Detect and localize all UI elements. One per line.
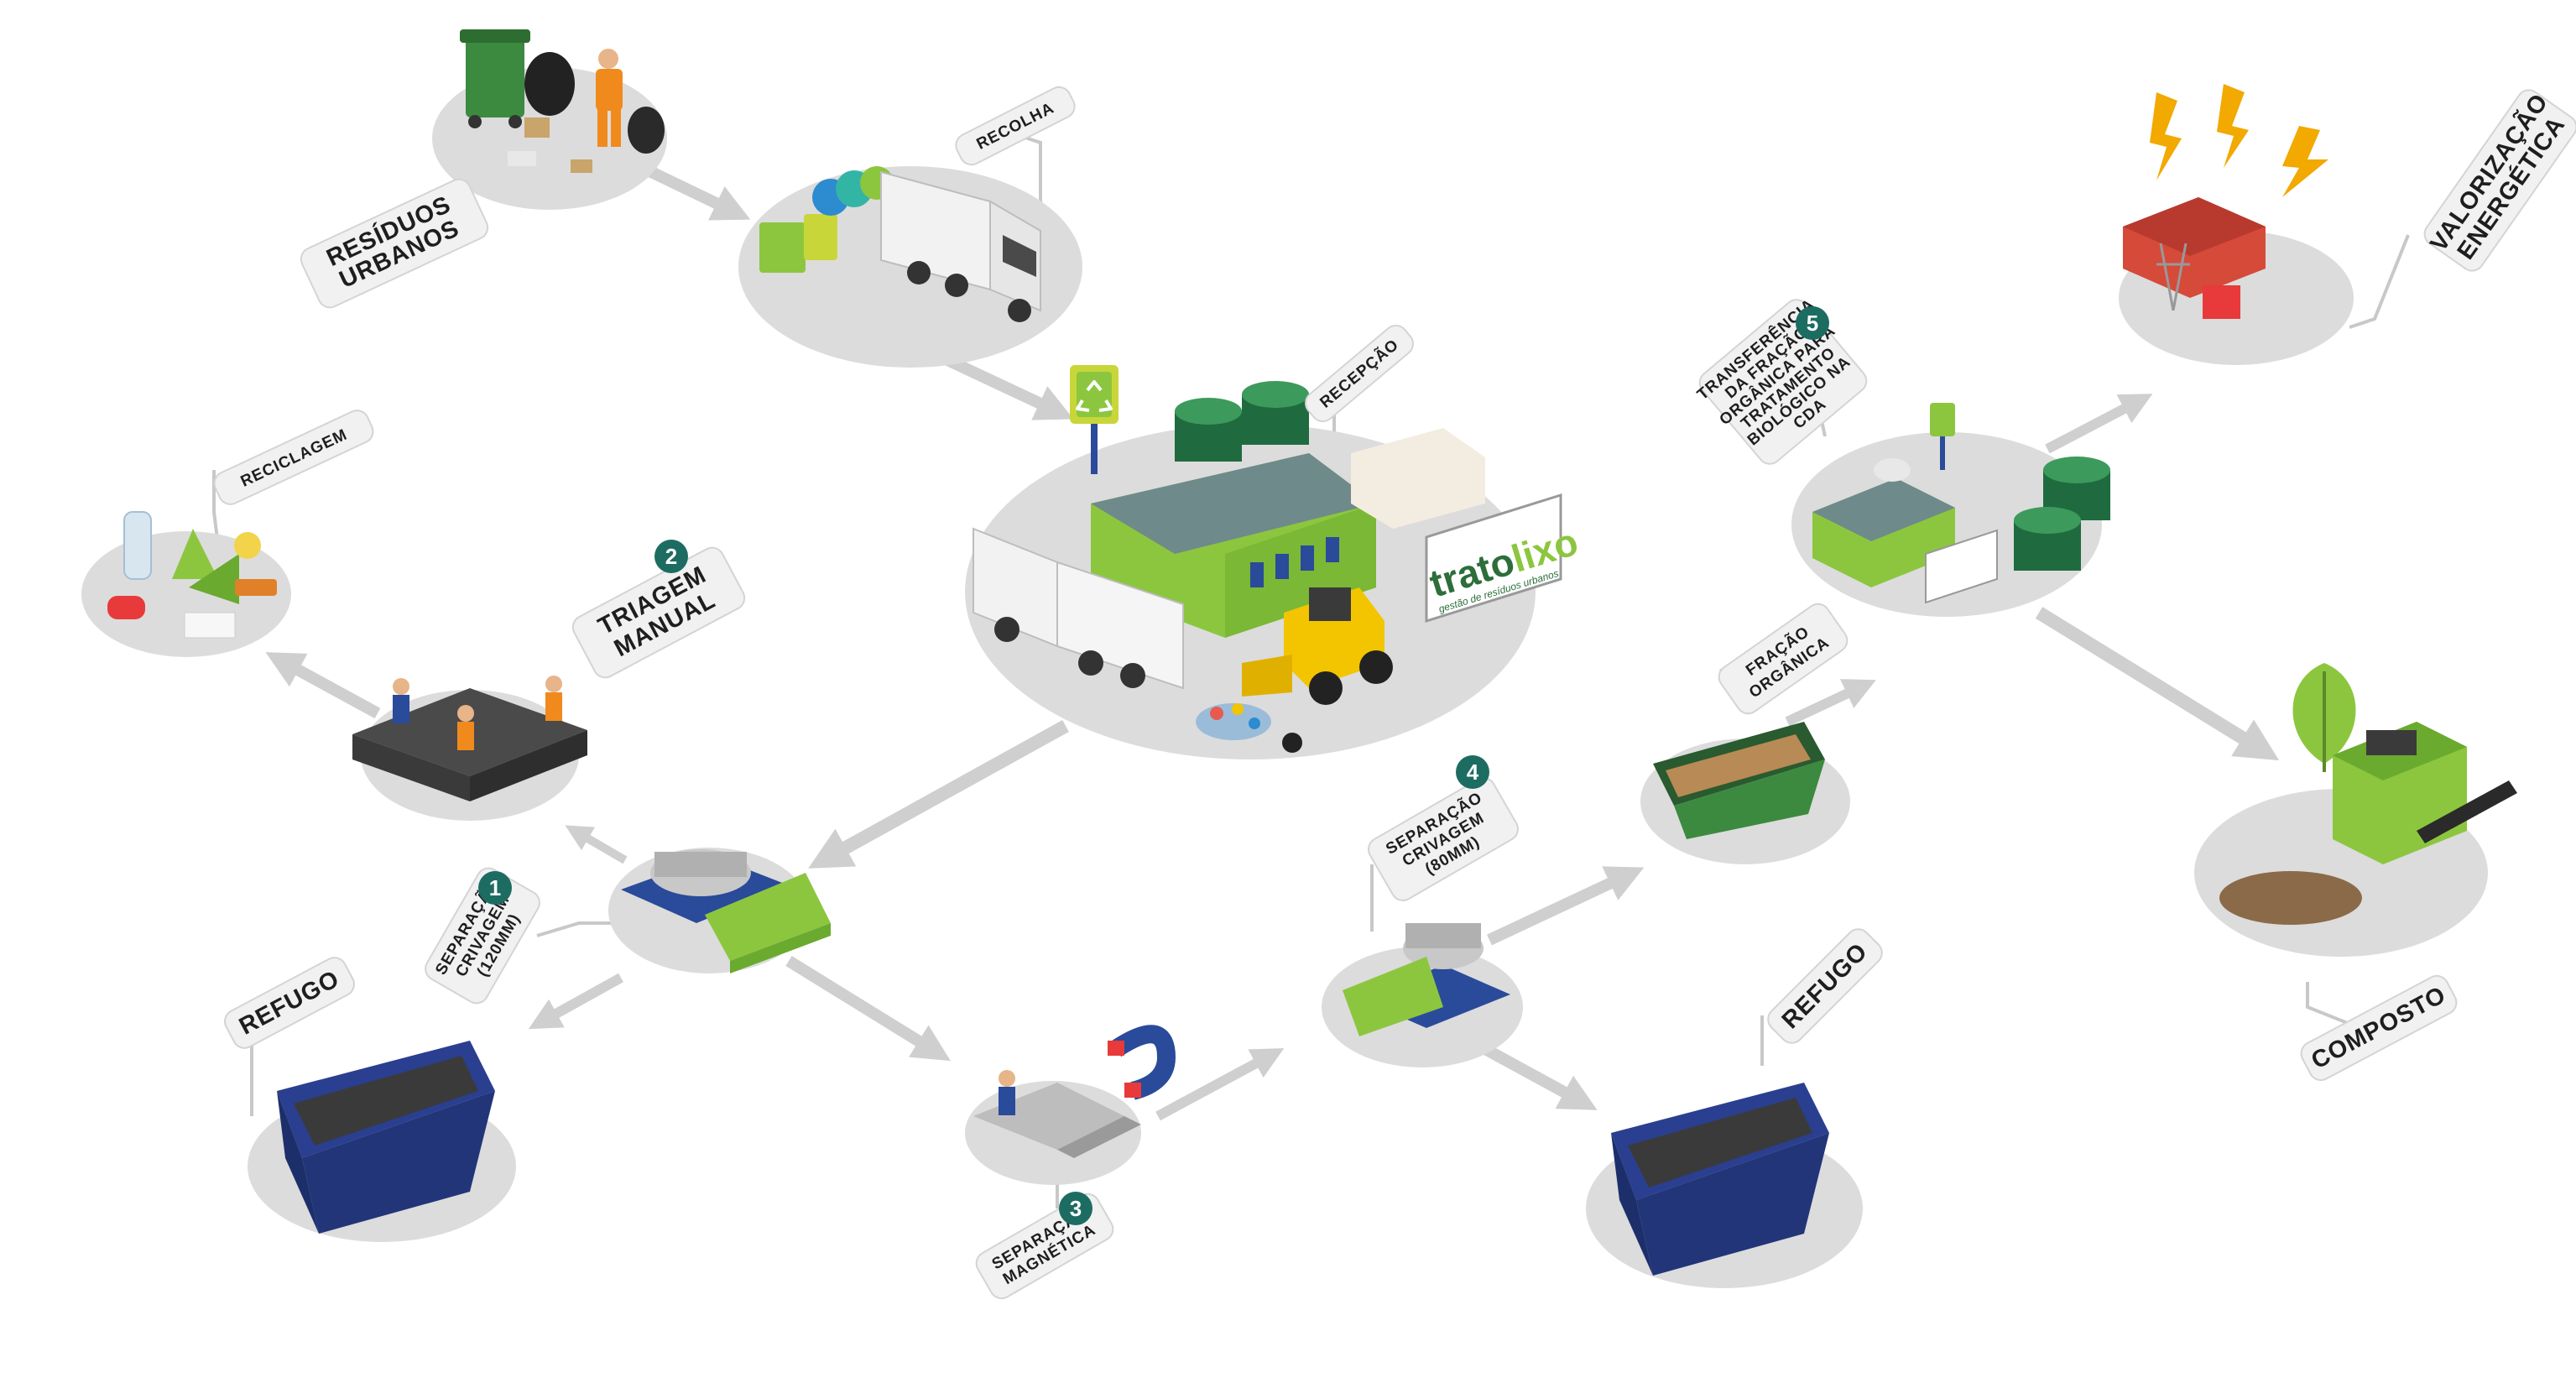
container-icon — [759, 222, 806, 273]
lightning-icon — [2150, 84, 2328, 197]
step-badge-triagem: 2 — [654, 540, 688, 573]
green-bin-icon — [466, 38, 524, 117]
arrow-fracao-to-cda — [1785, 679, 1876, 727]
skip-container-left — [277, 1041, 495, 1234]
label-box — [213, 410, 374, 505]
step-number: 4 — [1467, 759, 1479, 785]
arrow-crivagem120-to-triagem — [565, 825, 628, 864]
step-number: 2 — [665, 544, 677, 569]
magnet-icon — [1108, 1025, 1176, 1100]
plastic-bottle-icon — [123, 511, 152, 580]
illustration-recepcao: tratolixo gestão de resíduos urbanos — [973, 365, 1583, 753]
waste-pile-icon — [1196, 703, 1302, 753]
skip-container-right — [1611, 1083, 1829, 1276]
step-badge-magnetica: 3 — [1059, 1192, 1092, 1225]
arrow-triagem-to-reciclagem — [265, 652, 381, 719]
power-pylon-icon — [2156, 243, 2190, 311]
label-box — [224, 957, 355, 1049]
compost-pile-icon — [2219, 871, 2362, 925]
tank-cda-icon — [2014, 457, 2110, 571]
loader-icon — [1242, 587, 1393, 705]
garbage-truck-icon — [880, 170, 1041, 322]
label-recolha: RECOLHA — [955, 86, 1076, 166]
arrow-cda-to-composto — [2035, 607, 2280, 761]
step-number: 5 — [1807, 311, 1818, 336]
step-badge-crivagem80: 4 — [1456, 755, 1489, 789]
illustration-recolha — [759, 166, 1041, 322]
label-line: RECEPÇÃO — [1317, 336, 1403, 412]
label-refugo-right: REFUGO — [1767, 928, 1883, 1044]
label-box — [2423, 89, 2576, 272]
arrow-crivagem120-to-magnetica — [785, 956, 951, 1062]
battery-icon — [235, 579, 277, 596]
label-box — [425, 867, 540, 1005]
tank-icon — [1175, 381, 1309, 462]
illustration-residuos — [460, 29, 665, 173]
truck-recepcao-icon — [973, 527, 1184, 690]
illustration-valorizacao — [2123, 84, 2328, 319]
label-line: REFUGO — [1777, 938, 1874, 1035]
can-icon — [107, 596, 145, 619]
label-box — [1305, 324, 1414, 423]
worker-icon — [596, 49, 623, 147]
illustration-magnetica — [973, 1025, 1176, 1158]
step-badge-transferencia: 5 — [1796, 306, 1829, 340]
arrow-crivagem120-to-refugo — [528, 973, 623, 1030]
label-box — [571, 546, 746, 679]
arrow-crivagem80-to-fracao — [1487, 866, 1645, 946]
label-refugo-left: REFUGO — [224, 957, 355, 1049]
illustration-crivagem120 — [621, 849, 831, 973]
illustration-cda — [1812, 403, 2110, 604]
illustration-reciclagem — [107, 511, 277, 639]
label-box — [1718, 603, 1849, 715]
arrow-recepcao-to-crivagem120 — [808, 720, 1069, 869]
step-badge-crivagem120: 1 — [478, 871, 512, 905]
label-box — [955, 86, 1076, 166]
recycle-symbol-icon — [172, 529, 239, 604]
label-box — [2300, 974, 2458, 1082]
label-composto: COMPOSTO — [2300, 974, 2458, 1082]
trash-bag-icon — [524, 52, 575, 116]
flow-arrows — [265, 154, 2280, 1121]
light-bulb-icon — [234, 532, 261, 559]
arrow-magnetica-to-crivagem80 — [1155, 1048, 1285, 1121]
label-box — [1368, 777, 1519, 901]
label-recepcao: RECEPÇÃO — [1305, 324, 1414, 423]
step-number: 3 — [1070, 1196, 1082, 1221]
illustration-composto — [2219, 663, 2517, 925]
label-box — [1698, 299, 1868, 465]
illustration-triagem — [352, 676, 587, 801]
step-number: 1 — [489, 875, 501, 900]
illustration-fracao — [1653, 722, 1825, 839]
recycle-sign-icon — [1070, 365, 1119, 474]
sorting-worker-icon — [393, 676, 562, 750]
illustration-crivagem80 — [1343, 923, 1510, 1036]
arrow-crivagem80-to-refugo — [1482, 1043, 1598, 1110]
label-reciclagem: RECICLAGEM — [213, 410, 374, 505]
label-line: COMPOSTO — [2307, 981, 2450, 1074]
label-box — [300, 178, 489, 309]
arrow-cda-to-valorizacao — [2045, 394, 2153, 454]
label-box — [1767, 928, 1883, 1044]
